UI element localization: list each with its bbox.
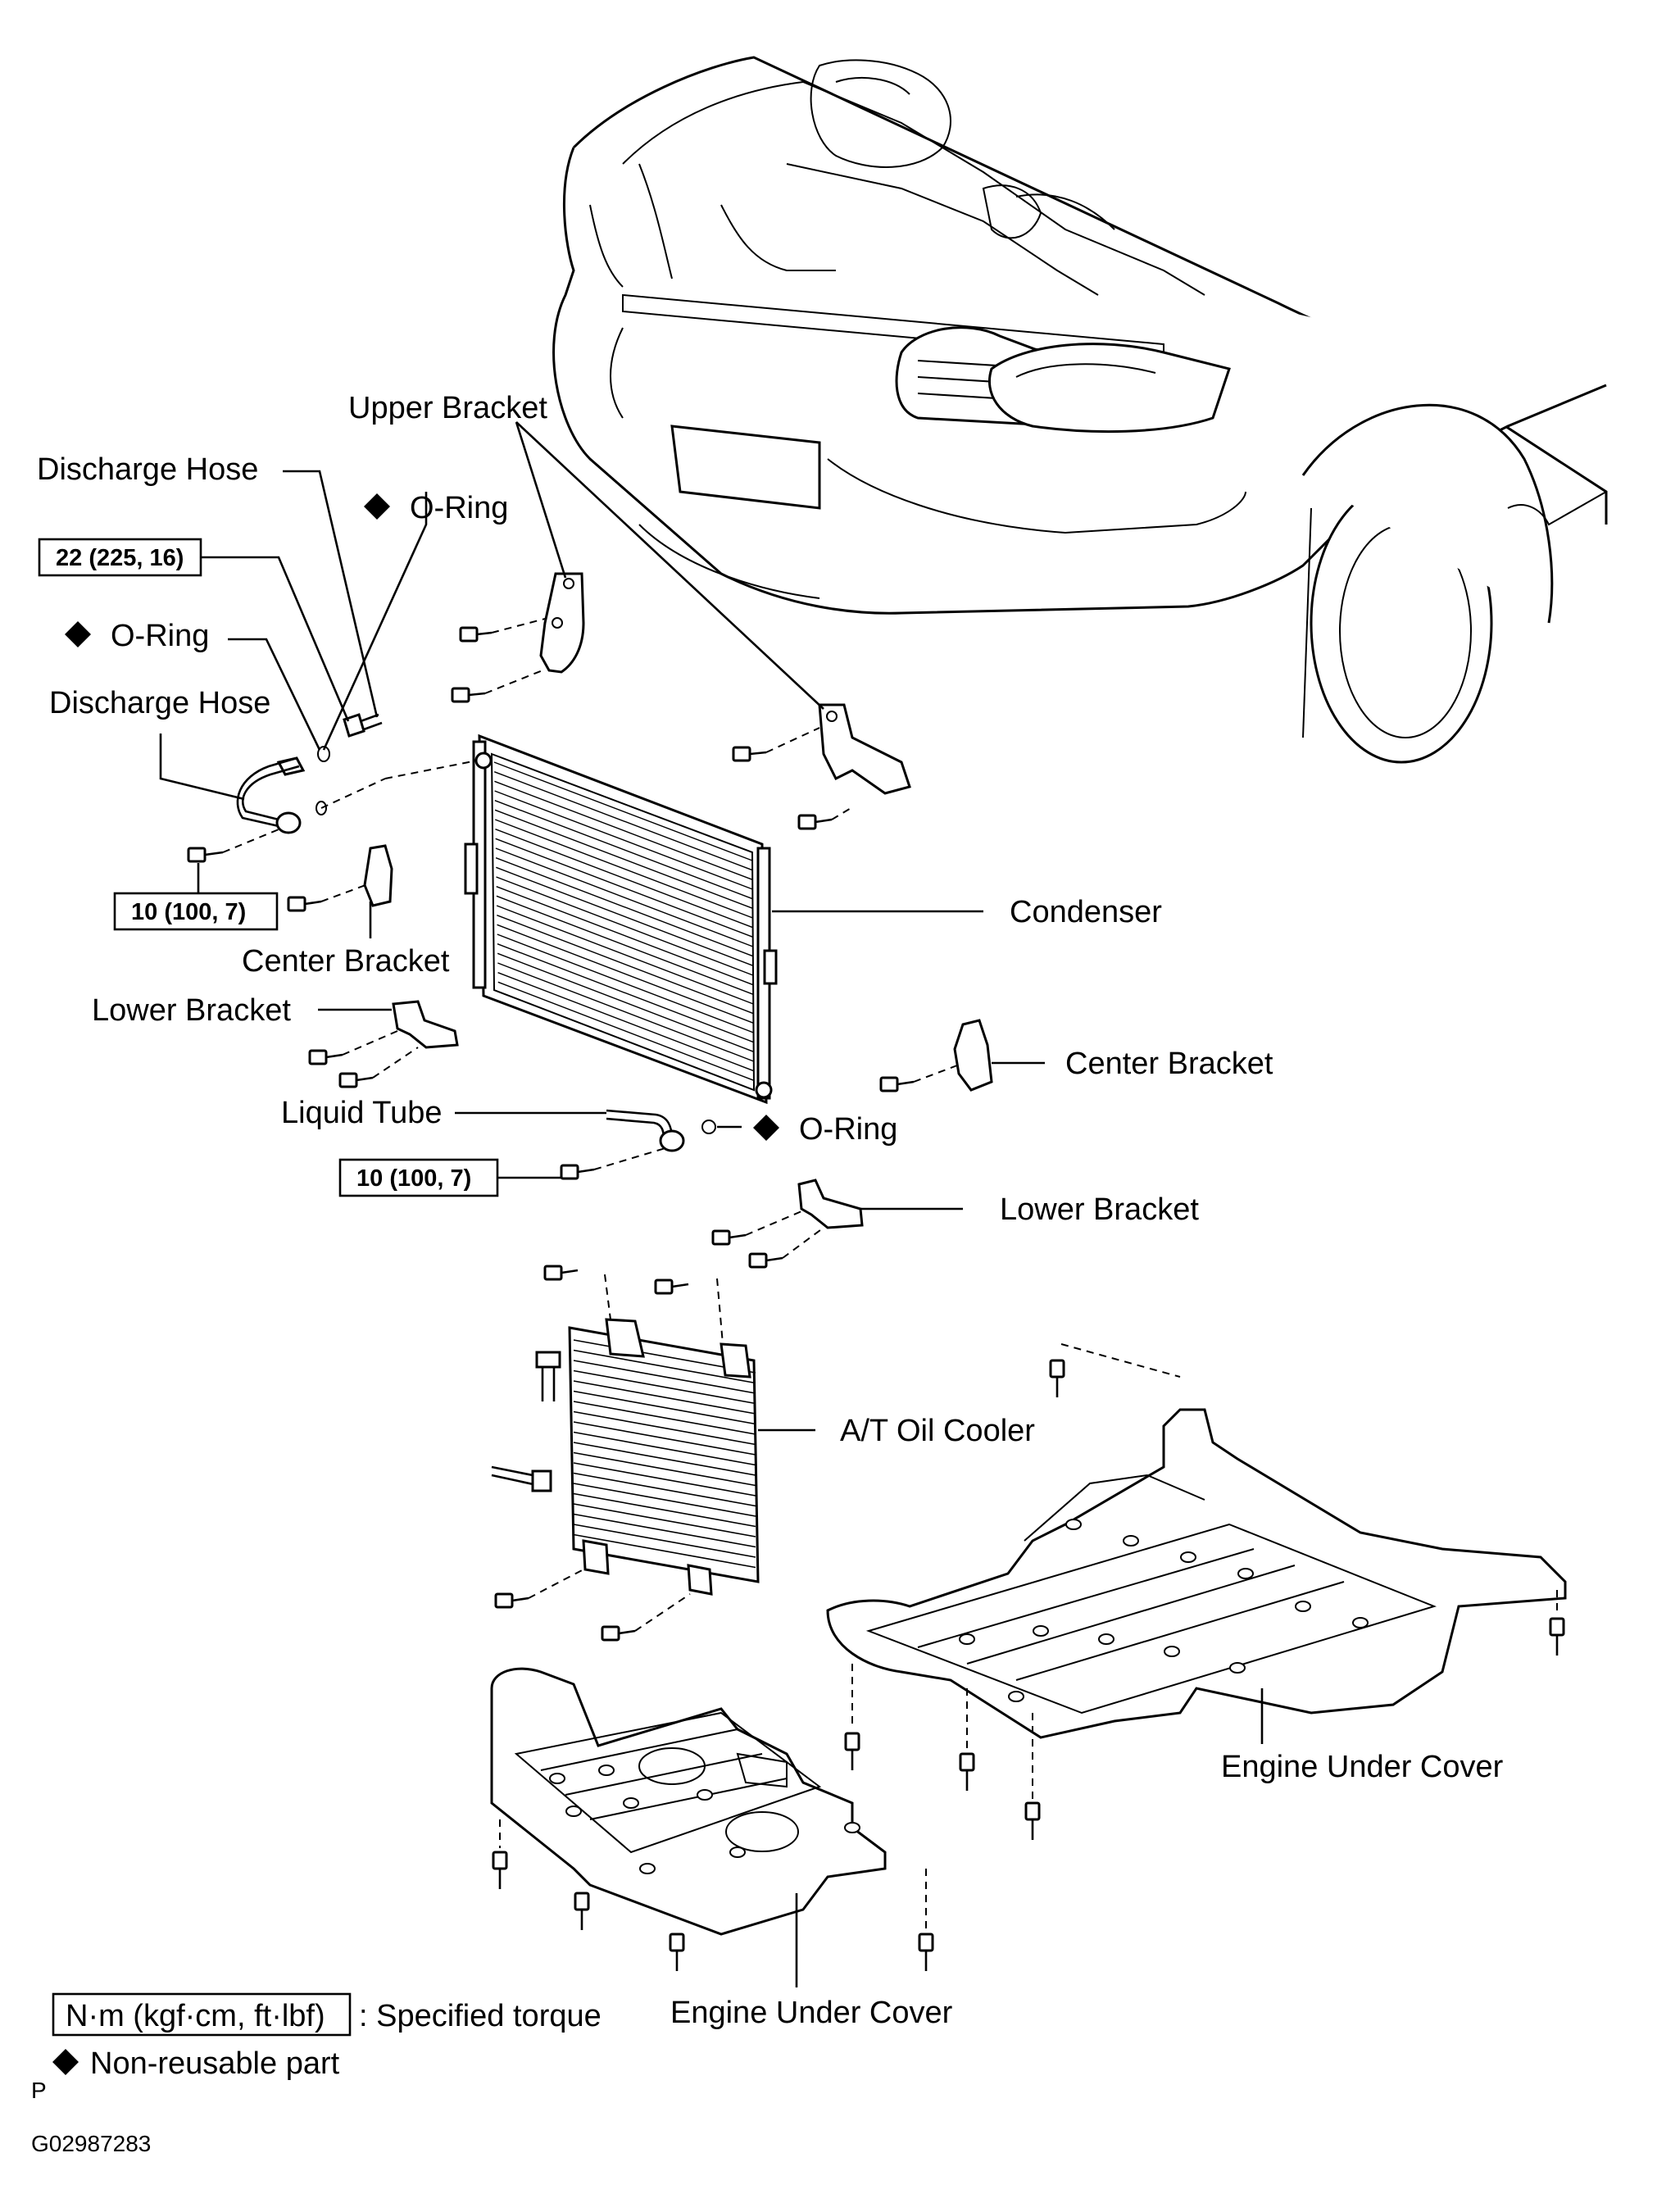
legend-torque-units: N·m (kgf·cm, ft·lbf) — [66, 1999, 325, 2033]
callout-labels: Upper Bracket Discharge Hose O-Ring 22 (… — [37, 391, 1504, 2030]
torque-discharge-nut: 22 (225, 16) — [56, 545, 184, 571]
legend: N·m (kgf·cm, ft·lbf) : Specified torque … — [52, 1992, 602, 2081]
legend-nonreusable: Non-reusable part — [90, 2046, 340, 2081]
upper-bracket-left-part — [539, 572, 585, 674]
label-liquid-tube: Liquid Tube — [281, 1096, 443, 1130]
footer: P G02987283 — [31, 2078, 151, 2156]
engine-under-cover-right-part — [826, 1343, 1567, 1840]
label-discharge-hose-top: Discharge Hose — [37, 452, 258, 487]
label-at-oil-cooler: A/T Oil Cooler — [840, 1414, 1035, 1448]
torque-discharge-bolt: 10 (100, 7) — [131, 899, 246, 925]
at-oil-cooler-part — [491, 1265, 760, 1642]
label-oring-top: O-Ring — [410, 491, 508, 525]
label-lower-bracket-right: Lower Bracket — [1000, 1192, 1199, 1227]
label-oring-bottom: O-Ring — [799, 1112, 897, 1147]
torque-box-discharge-bolt — [113, 892, 279, 931]
label-engine-under-cover-bottom: Engine Under Cover — [670, 1996, 953, 2030]
upper-bracket-bolts — [451, 618, 853, 830]
label-discharge-hose: Discharge Hose — [49, 686, 270, 720]
page-letter: P — [31, 2078, 47, 2103]
torque-liquid-tube-bolt: 10 (100, 7) — [356, 1165, 471, 1192]
leader-lines — [159, 421, 1264, 1987]
figure-id: G02987283 — [31, 2131, 151, 2156]
engine-under-cover-bottom-part — [490, 1667, 934, 1971]
nonreusable-diamond-icon — [753, 1115, 779, 1141]
discharge-hose-bolt — [187, 827, 284, 863]
label-upper-bracket: Upper Bracket — [348, 391, 547, 425]
nonreusable-diamond-icon — [65, 621, 91, 647]
upper-bracket-right-part — [818, 703, 911, 795]
center-bracket-right-part — [879, 1019, 993, 1092]
torque-box-liquid-tube-bolt — [338, 1158, 499, 1197]
car-front-illustration — [552, 56, 1608, 764]
legend-torque-box — [52, 1992, 352, 2037]
label-center-bracket-left: Center Bracket — [242, 944, 450, 979]
liquid-tube-part — [560, 1109, 716, 1180]
label-oring-left: O-Ring — [111, 619, 209, 653]
legend-torque-desc: : Specified torque — [359, 1999, 602, 2033]
discharge-hose-part — [236, 713, 478, 834]
label-condenser: Condenser — [1010, 895, 1162, 929]
label-center-bracket-right: Center Bracket — [1065, 1047, 1273, 1081]
nonreusable-diamond-icon — [52, 2049, 79, 2075]
lower-bracket-left-part — [308, 1000, 459, 1088]
label-engine-under-cover-right: Engine Under Cover — [1221, 1750, 1504, 1784]
torque-box-discharge-nut — [38, 538, 202, 577]
condenser-part — [464, 734, 778, 1105]
label-lower-bracket-left: Lower Bracket — [92, 993, 291, 1028]
lower-bracket-right-part — [711, 1179, 864, 1269]
center-bracket-left-part — [287, 844, 393, 912]
nonreusable-diamond-icon — [364, 493, 390, 520]
